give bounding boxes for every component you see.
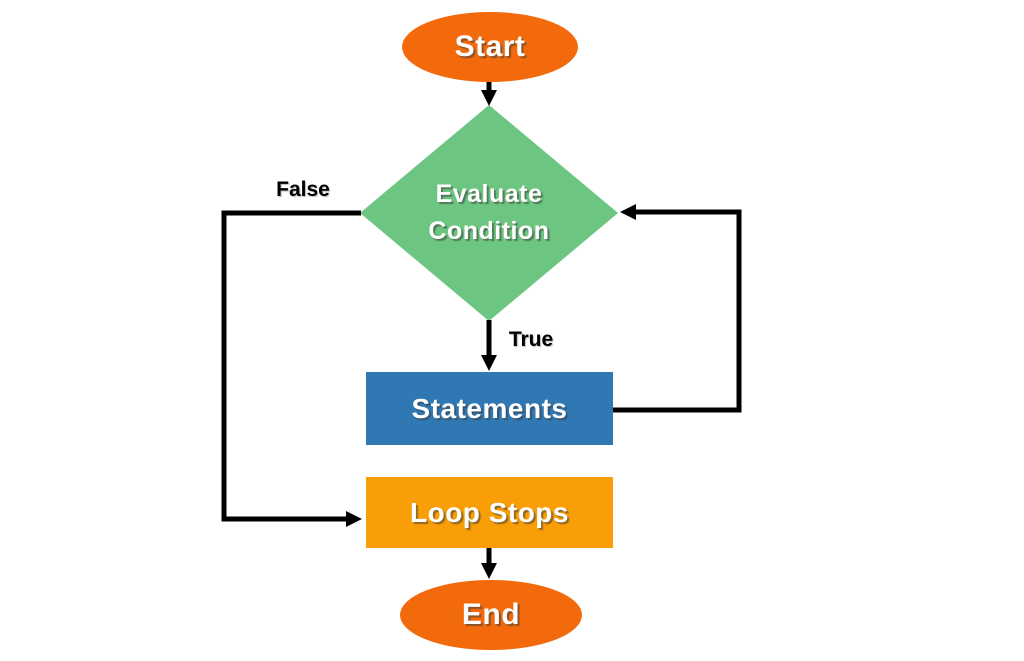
node-evaluate-condition-label: Evaluate Condition: [428, 176, 549, 250]
node-end: End: [400, 580, 582, 650]
arrowhead-into-statements: [481, 355, 497, 371]
node-loop-stops-label: Loop Stops: [410, 496, 569, 528]
node-start: Start: [402, 12, 578, 82]
condition-label-line2: Condition: [428, 217, 550, 245]
node-evaluate-condition: Evaluate Condition: [360, 105, 618, 321]
edge-label-true: True: [508, 328, 554, 351]
node-statements: Statements: [366, 372, 613, 445]
decision-diamond-shape: [360, 105, 618, 321]
arrowhead-into-condition-right: [620, 204, 636, 220]
arrowhead-into-end: [481, 563, 497, 579]
condition-label-line1: Evaluate: [435, 180, 543, 208]
arrowhead-into-condition-top: [481, 90, 497, 106]
node-loop-stops: Loop Stops: [366, 477, 613, 548]
edge-statements-back-to-condition: [613, 209, 742, 413]
arrowhead-into-loop-stops: [346, 511, 362, 527]
node-statements-label: Statements: [411, 392, 568, 424]
node-end-label: End: [461, 598, 521, 631]
edge-condition-to-loop-stops-false: [221, 210, 361, 522]
edge-label-false: False: [276, 178, 330, 201]
node-start-label: Start: [454, 30, 526, 63]
